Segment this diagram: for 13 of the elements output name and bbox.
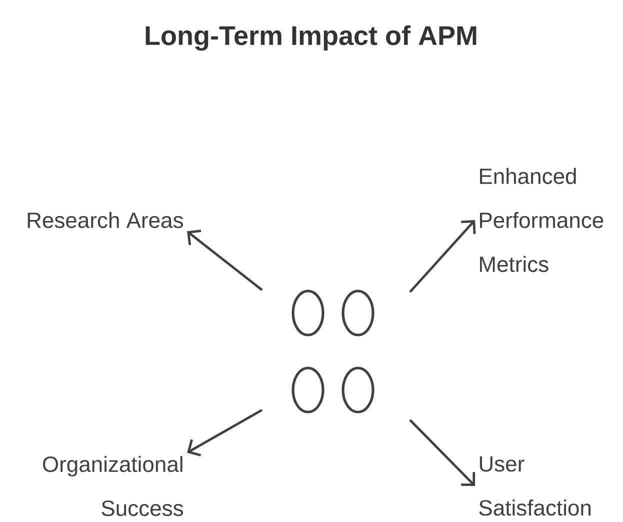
text-label: Research Areas — [28, 212, 183, 228]
arrow — [409, 419, 476, 486]
oval — [342, 366, 374, 414]
title: Long-Term Impact of APM — [146, 25, 476, 51]
arrow — [187, 408, 263, 456]
text-label: Organizational Success — [42, 456, 183, 516]
oval — [292, 366, 324, 414]
text-label: Enhanced Performance Metrics — [480, 168, 604, 272]
oval — [342, 290, 374, 336]
text-label: User Satisfaction — [479, 456, 590, 516]
arrow — [409, 220, 476, 293]
oval — [292, 290, 324, 336]
arrow — [187, 230, 263, 291]
